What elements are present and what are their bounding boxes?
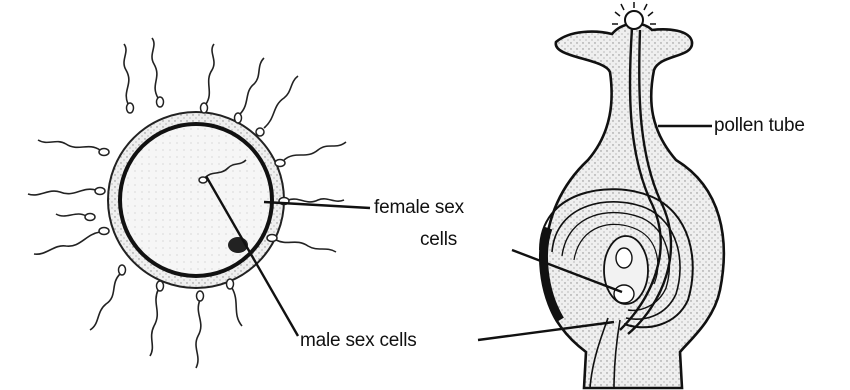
pollen-grain (625, 11, 643, 29)
label-pollen-tube: pollen tube (714, 115, 805, 137)
plant-fertilisation (540, 2, 724, 388)
label-female-sex-cells-line1: female sex (374, 197, 464, 219)
label-male-sex-cells: male sex cells (300, 330, 417, 352)
polar-nucleus (616, 248, 632, 268)
carpel-outline (545, 24, 724, 388)
egg-cell (614, 285, 634, 303)
label-female-sex-cells-line2: cells (420, 229, 457, 251)
